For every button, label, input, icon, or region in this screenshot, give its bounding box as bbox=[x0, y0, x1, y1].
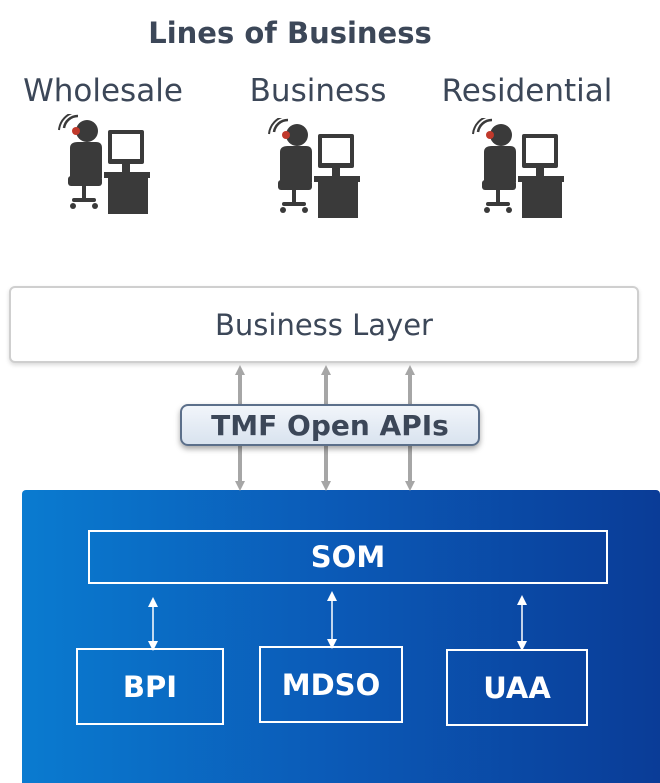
diagram-title: Lines of Business bbox=[148, 16, 432, 50]
som-label: SOM bbox=[310, 540, 386, 574]
mdso-label: MDSO bbox=[281, 667, 381, 702]
business-layer-box: Business Layer bbox=[9, 286, 639, 363]
mdso-box: MDSO bbox=[259, 646, 403, 723]
som-box: SOM bbox=[88, 530, 608, 584]
lob-label-wholesale: Wholesale bbox=[23, 73, 183, 109]
uaa-box: UAA bbox=[446, 649, 588, 726]
call-center-agent-icon bbox=[58, 114, 150, 214]
tmf-open-apis-label: TMF Open APIs bbox=[211, 408, 449, 442]
bpi-label: BPI bbox=[122, 669, 178, 704]
bpi-box: BPI bbox=[76, 648, 224, 725]
business-layer-label: Business Layer bbox=[215, 307, 433, 342]
tmf-open-apis-box: TMF Open APIs bbox=[180, 404, 480, 446]
lob-label-residential: Residential bbox=[441, 73, 613, 109]
call-center-agent-icon bbox=[268, 118, 360, 218]
platform-panel bbox=[22, 490, 660, 783]
call-center-agent-icon bbox=[472, 118, 564, 218]
lob-label-business: Business bbox=[249, 73, 387, 109]
uaa-label: UAA bbox=[483, 670, 551, 705]
